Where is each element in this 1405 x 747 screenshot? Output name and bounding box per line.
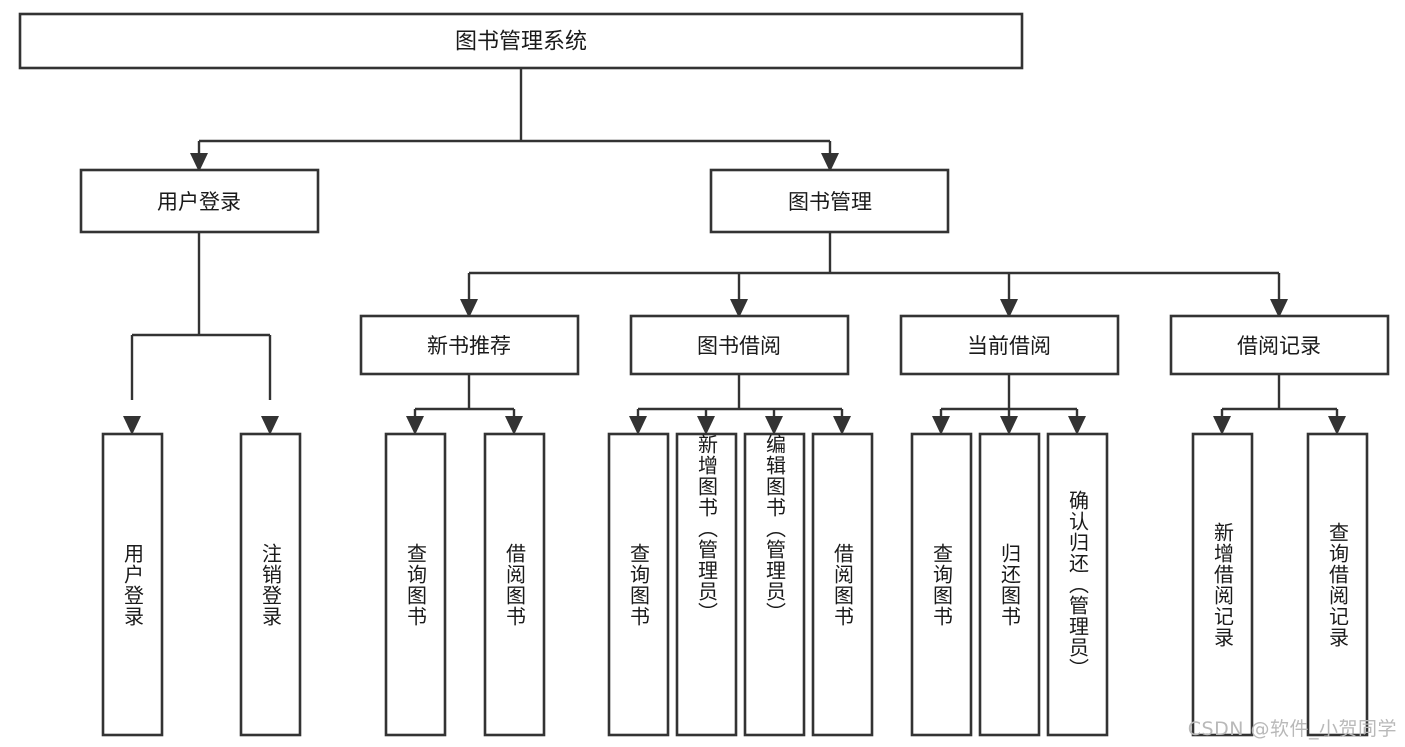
- connectors-user-login-to-leaves: [123, 232, 279, 435]
- arrow-nb-to-leaf-0: [406, 416, 424, 435]
- leaf-boxes-borrow-record: [1191, 432, 1369, 737]
- leaf-box-book-borrow-3[interactable]: [811, 432, 874, 737]
- connectors-current-borrow-to-leaves: [932, 374, 1086, 435]
- arrow-cb-to-leaf-1: [1000, 416, 1018, 435]
- leaf-boxes-current-borrow: [910, 432, 1109, 737]
- arrow-ul-to-leaf-1: [261, 416, 279, 435]
- current-borrow-box[interactable]: [899, 314, 1120, 376]
- node-borrow-record[interactable]: 借阅记录: [1169, 314, 1390, 376]
- user-login-label: 用户登录: [157, 190, 241, 214]
- leaf-box-book-borrow-2[interactable]: [743, 432, 806, 737]
- arrow-bb-to-leaf-2: [765, 416, 783, 435]
- arrow-bb-to-leaf-3: [833, 416, 851, 435]
- new-book-recommend-box[interactable]: [359, 314, 580, 376]
- book-manage-label: 图书管理: [788, 190, 872, 214]
- leaf-boxes-book-borrow: [607, 432, 874, 737]
- arrow-br-to-leaf-1: [1328, 416, 1346, 435]
- leaf-box-current-borrow-1[interactable]: [978, 432, 1041, 737]
- book-manage-box[interactable]: [709, 168, 950, 234]
- csdn-watermark: CSDN @软件_小贺同学: [1187, 718, 1397, 740]
- arrow-br-to-leaf-0: [1213, 416, 1231, 435]
- new-book-recommend-label: 新书推荐: [427, 334, 511, 358]
- connectors-new-book-to-leaves: [406, 374, 523, 435]
- arrow-nb-to-leaf-1: [505, 416, 523, 435]
- connectors-book-manage-to-level3: [460, 232, 1288, 318]
- leaf-box-new-book-1[interactable]: [483, 432, 546, 737]
- node-new-book-recommend[interactable]: 新书推荐: [359, 314, 580, 376]
- leaf-box-current-borrow-0[interactable]: [910, 432, 973, 737]
- node-root[interactable]: 图书管理系统: [18, 12, 1024, 70]
- leaf-boxes-user-login: [101, 432, 302, 737]
- leaf-boxes-new-book-recommend: [384, 432, 546, 737]
- leaf-box-borrow-record-1[interactable]: [1306, 432, 1369, 737]
- arrow-cb-to-leaf-0: [932, 416, 950, 435]
- user-login-box[interactable]: [79, 168, 320, 234]
- borrow-record-label: 借阅记录: [1237, 334, 1321, 358]
- root-box[interactable]: [18, 12, 1024, 70]
- connectors-root-to-level2: [190, 68, 839, 172]
- node-book-borrow[interactable]: 图书借阅: [629, 314, 850, 376]
- leaf-box-current-borrow-2[interactable]: [1046, 432, 1109, 737]
- leaf-box-book-borrow-1[interactable]: [675, 432, 738, 737]
- node-current-borrow[interactable]: 当前借阅: [899, 314, 1120, 376]
- connectors-book-borrow-to-leaves: [629, 374, 851, 435]
- leaf-box-user-login-0[interactable]: [101, 432, 164, 737]
- current-borrow-label: 当前借阅: [967, 334, 1051, 358]
- book-borrow-box[interactable]: [629, 314, 850, 376]
- arrow-bb-to-leaf-0: [629, 416, 647, 435]
- leaf-box-book-borrow-0[interactable]: [607, 432, 670, 737]
- arrow-ul-to-leaf-0: [123, 416, 141, 435]
- node-user-login[interactable]: 用户登录: [79, 168, 320, 234]
- connectors-borrow-record-to-leaves: [1213, 374, 1346, 435]
- leaf-box-new-book-0[interactable]: [384, 432, 447, 737]
- borrow-record-box[interactable]: [1169, 314, 1390, 376]
- leaf-box-user-login-1[interactable]: [239, 432, 302, 737]
- arrow-bb-to-leaf-1: [697, 416, 715, 435]
- root-label: 图书管理系统: [455, 30, 587, 55]
- node-book-manage[interactable]: 图书管理: [709, 168, 950, 234]
- arrow-cb-to-leaf-2: [1068, 416, 1086, 435]
- leaf-box-borrow-record-0[interactable]: [1191, 432, 1254, 737]
- book-borrow-label: 图书借阅: [697, 334, 781, 358]
